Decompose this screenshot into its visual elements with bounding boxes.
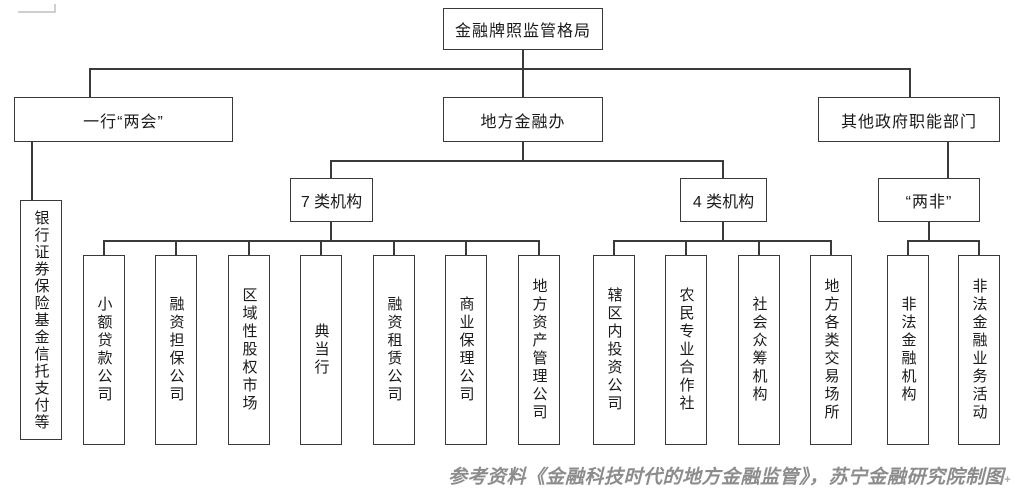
- node-label: 融资租赁公司: [385, 296, 403, 404]
- leaf-social-crowdfunding-institution: 社会众筹机构: [738, 255, 780, 445]
- connector-line: [103, 240, 105, 255]
- leaf-regional-equity-market: 区域性股权市场: [228, 255, 270, 445]
- node-label: 农民专业合作社: [677, 287, 695, 413]
- source-caption: 参考资料《金融科技时代的地方金融监管》，苏宁金融研究院制图+: [448, 462, 1011, 489]
- connector-line: [978, 240, 980, 255]
- connector-line: [538, 240, 540, 255]
- node-two-illegals: “两非”: [878, 178, 980, 222]
- connector-line: [907, 240, 909, 255]
- connector-line: [330, 160, 724, 162]
- leaf-commercial-factoring-company: 商业保理公司: [445, 255, 487, 445]
- leaf-illegal-financial-institutions: 非法金融机构: [887, 255, 929, 445]
- node-other-government-departments: 其他政府职能部门: [818, 97, 1000, 142]
- node-label: 地方各类交易场所: [822, 278, 840, 422]
- node-label: 区域性股权市场: [240, 287, 258, 413]
- node-label: 地方金融办: [480, 113, 566, 131]
- node-four-types-institutions: 4 类机构: [680, 178, 767, 222]
- node-local-finance-office: 地方金融办: [443, 97, 603, 142]
- connector-line: [248, 240, 250, 255]
- leaf-small-loan-company: 小额贷款公司: [83, 255, 125, 445]
- connector-line: [758, 240, 760, 255]
- node-label: 金融牌照监管格局: [454, 23, 591, 40]
- node-label: 辖区内投资公司: [605, 287, 623, 413]
- connector-line: [175, 240, 177, 255]
- node-label: 融资担保公司: [167, 296, 185, 404]
- connector-line: [928, 222, 930, 240]
- node-label: 典当行: [312, 323, 330, 377]
- leaf-financial-leasing-company: 融资租赁公司: [373, 255, 415, 445]
- leaf-jurisdiction-investment-company: 辖区内投资公司: [593, 255, 635, 445]
- node-label: 地方资产管理公司: [530, 278, 548, 422]
- connector-line: [907, 240, 980, 242]
- connector-line: [722, 222, 724, 240]
- paragraph-end-mark: +: [1004, 474, 1011, 486]
- connector-line: [522, 68, 524, 97]
- node-label: 银行证券保险基金信托支付等: [32, 209, 50, 431]
- leaf-illegal-financial-business-activities: 非法金融业务活动: [958, 255, 1000, 445]
- node-label: 社会众筹机构: [750, 296, 768, 404]
- connector-line: [522, 50, 524, 68]
- connector-line: [947, 142, 949, 178]
- connector-line: [393, 240, 395, 255]
- connector-line: [613, 240, 615, 255]
- connector-line: [89, 68, 911, 70]
- connector-line: [522, 142, 524, 160]
- source-caption-text: 参考资料《金融科技时代的地方金融监管》，苏宁金融研究院制图: [448, 467, 1005, 488]
- node-bank-securities-insurance-scope: 银行证券保险基金信托支付等: [20, 200, 62, 440]
- connector-line: [89, 68, 91, 97]
- node-label: 其他政府职能部门: [840, 113, 977, 131]
- node-central-bank-two-commissions: 一行“两会”: [14, 97, 233, 142]
- node-label: 7 类机构: [300, 194, 363, 211]
- node-label: 商业保理公司: [457, 296, 475, 404]
- node-label: 非法金融业务活动: [970, 278, 988, 422]
- connector-line: [613, 240, 832, 242]
- connector-line: [330, 160, 332, 178]
- node-label: 非法金融机构: [899, 296, 917, 404]
- connector-line: [330, 222, 332, 240]
- node-label: 一行“两会”: [83, 113, 164, 131]
- leaf-farmers-professional-cooperative: 农民专业合作社: [665, 255, 707, 445]
- connector-line: [31, 142, 33, 200]
- connector-line: [909, 68, 911, 97]
- node-label: 小额贷款公司: [95, 296, 113, 404]
- leaf-pawnshop: 典当行: [300, 255, 342, 445]
- leaf-local-asset-management-company: 地方资产管理公司: [518, 255, 560, 445]
- node-financial-license-regulation-root: 金融牌照监管格局: [443, 8, 603, 50]
- table-anchor-mark: [18, 4, 56, 13]
- connector-line: [830, 240, 832, 255]
- node-label: 4 类机构: [692, 194, 755, 211]
- connector-line: [722, 160, 724, 178]
- connector-line: [320, 240, 322, 255]
- connector-line: [465, 240, 467, 255]
- node-seven-types-institutions: 7 类机构: [290, 178, 373, 222]
- connector-line: [685, 240, 687, 255]
- node-label: “两非”: [905, 194, 953, 211]
- leaf-financing-guarantee-company: 融资担保公司: [155, 255, 197, 445]
- leaf-local-trading-venues: 地方各类交易场所: [810, 255, 852, 445]
